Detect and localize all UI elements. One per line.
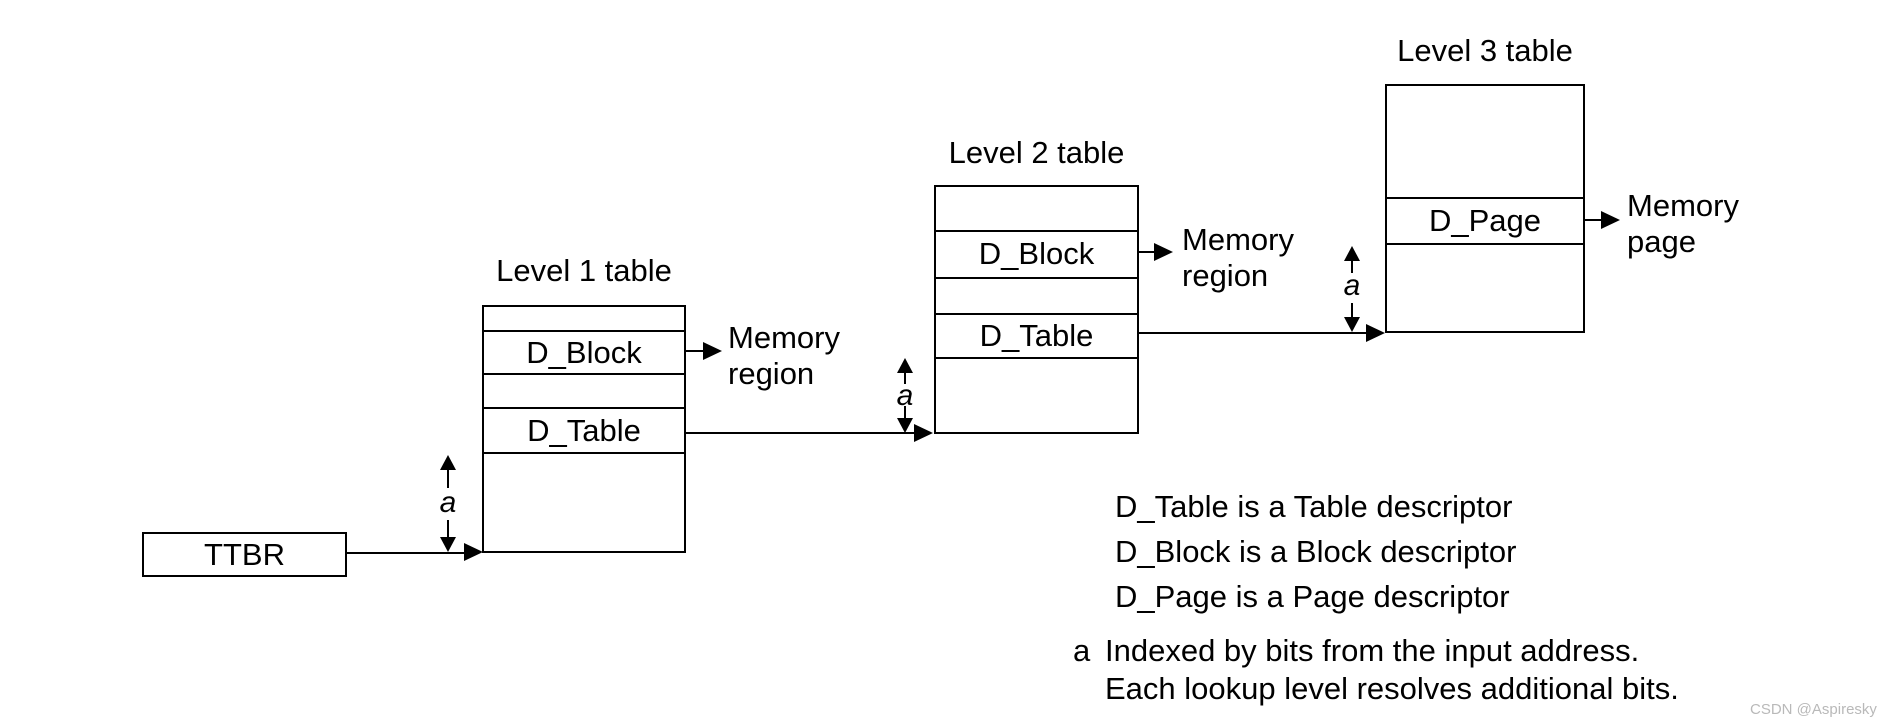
row-divider <box>1387 197 1583 199</box>
memory-region-line2: region <box>728 356 815 391</box>
arrowhead-right-icon <box>1154 243 1173 261</box>
ttbr-box: TTBR <box>142 532 347 577</box>
legend-line-dblock: D_Block is a Block descriptor <box>1115 534 1517 569</box>
memory-region-line1: Memory <box>1182 222 1294 257</box>
legend-line-dpage: D_Page is a Page descriptor <box>1115 579 1510 614</box>
connector-dpage-to-memory-page <box>1585 219 1603 221</box>
arrowhead-right-icon <box>1366 324 1385 342</box>
arrow-shaft <box>904 406 906 419</box>
arrow-up-icon <box>1344 246 1360 261</box>
descriptor-legend: D_Table is a Table descriptor D_Block is… <box>1115 484 1516 619</box>
memory-region-line1: Memory <box>728 320 840 355</box>
level-2-table-title: Level 2 table <box>948 135 1125 170</box>
memory-page-line2: page <box>1627 224 1696 259</box>
connector-l1-dtable-to-level-2 <box>686 432 916 434</box>
arrow-down-icon <box>1344 317 1360 332</box>
memory-page-line1: Memory <box>1627 188 1739 223</box>
footnote: Indexed by bits from the input address. … <box>1105 632 1679 708</box>
level-2-table: D_Block D_Table <box>934 185 1139 434</box>
level-1-table-title: Level 1 table <box>496 253 672 288</box>
row-divider <box>484 407 684 409</box>
connector-l1-dblock-to-memory-region <box>686 350 704 352</box>
row-divider <box>936 230 1137 232</box>
arrow-shaft <box>447 520 449 538</box>
level-1-dblock-cell: D_Block <box>526 335 642 370</box>
row-divider <box>936 357 1137 359</box>
arrowhead-right-icon <box>464 543 483 561</box>
index-label: a <box>1343 269 1361 302</box>
memory-region-line2: region <box>1182 258 1269 293</box>
arrow-shaft <box>1351 303 1353 317</box>
footnote-marker: a <box>1073 633 1091 668</box>
index-label: a <box>896 379 914 412</box>
footnote-line1: Indexed by bits from the input address. <box>1105 633 1640 668</box>
level-2-dblock-cell: D_Block <box>978 236 1095 271</box>
arrowhead-right-icon <box>1601 211 1620 229</box>
row-divider <box>936 313 1137 315</box>
arrow-up-icon <box>897 358 913 373</box>
level-3-table: D_Page <box>1385 84 1585 333</box>
memory-page-label: Memory page <box>1627 188 1739 260</box>
arrow-shaft <box>447 469 449 488</box>
arrow-down-icon <box>897 418 913 433</box>
arrow-down-icon <box>440 537 456 552</box>
memory-region-label-l1: Memory region <box>728 320 840 392</box>
arrow-shaft <box>1351 260 1353 273</box>
connector-l2-dtable-to-level-3 <box>1139 332 1368 334</box>
arrow-up-icon <box>440 455 456 470</box>
memory-region-label-l2: Memory region <box>1182 222 1294 294</box>
index-label: a <box>439 486 457 519</box>
level-2-dtable-cell: D_Table <box>979 318 1094 353</box>
watermark: CSDN @Aspiresky <box>1750 701 1877 718</box>
legend-line-dtable: D_Table is a Table descriptor <box>1115 489 1513 524</box>
arrow-shaft <box>904 372 906 384</box>
row-divider <box>484 330 684 332</box>
row-divider <box>936 277 1137 279</box>
footnote-line2: Each lookup level resolves additional bi… <box>1105 671 1679 706</box>
row-divider <box>484 373 684 375</box>
level-3-table-title: Level 3 table <box>1397 33 1573 68</box>
connector-ttbr-to-level-1 <box>347 552 466 554</box>
level-1-dtable-cell: D_Table <box>527 413 641 448</box>
ttbr-label: TTBR <box>204 537 285 572</box>
level-1-table: D_Block D_Table <box>482 305 686 553</box>
level-3-dpage-cell: D_Page <box>1428 203 1542 238</box>
row-divider <box>1387 243 1583 245</box>
arrowhead-right-icon <box>703 342 722 360</box>
row-divider <box>484 452 684 454</box>
arrowhead-right-icon <box>914 424 933 442</box>
connector-l2-dblock-to-memory-region <box>1139 251 1156 253</box>
